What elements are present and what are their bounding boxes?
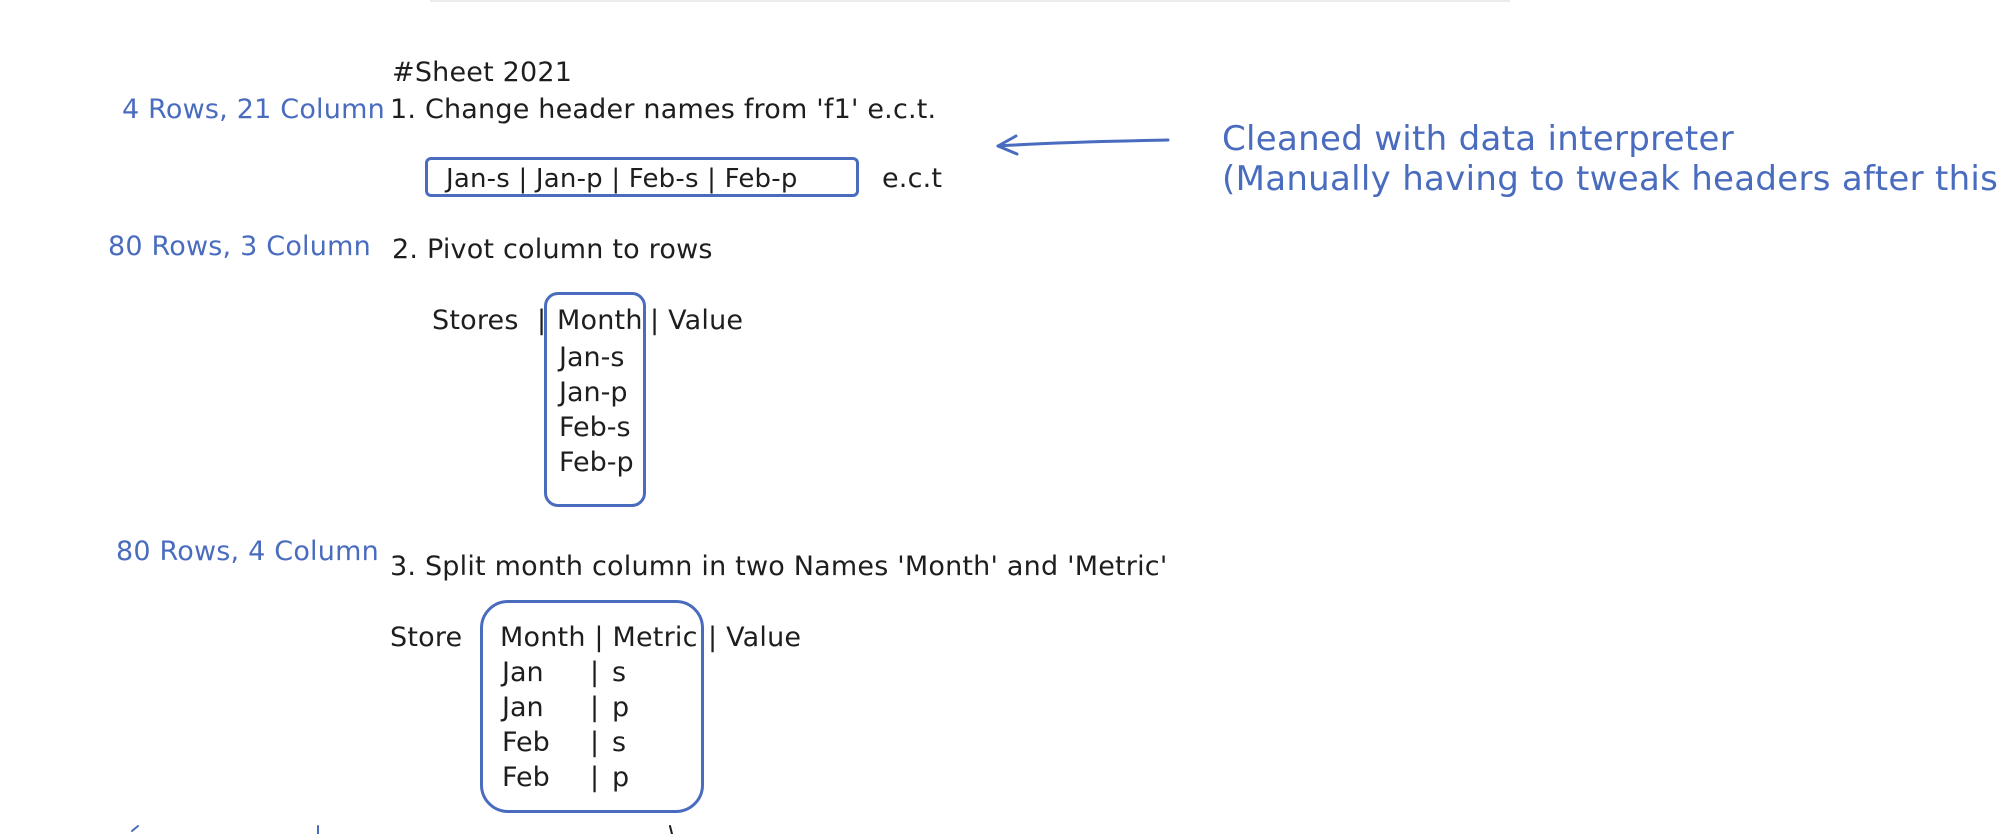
interpreter-note-line2: (Manually having to tweak headers after … <box>1222 159 2000 199</box>
cut-off-ink-marks <box>669 825 673 834</box>
arrow-head <box>996 134 1019 156</box>
left-arrow-icon <box>996 134 1170 156</box>
step2-month-value: Feb-p <box>559 447 634 478</box>
step3-row-separator: | <box>590 657 600 688</box>
step2-col-value: | Value <box>650 305 744 336</box>
canvas-edge-divider <box>430 0 1510 2</box>
step3-row-separator: | <box>590 692 600 723</box>
step2-col-stores: Stores <box>432 305 519 336</box>
step2-month-value: Feb-s <box>559 412 631 443</box>
step3-row-metric: s <box>612 727 627 758</box>
interpreter-note-line1: Cleaned with data interpreter <box>1222 119 1735 159</box>
step1-title: 1. Change header names from 'f1' e.c.t. <box>390 94 937 125</box>
cut-off-mark <box>131 825 139 832</box>
step3-title: 3. Split month column in two Names 'Mont… <box>390 551 1168 582</box>
step3-row-month: Jan <box>502 657 544 688</box>
step3-row-month: Feb <box>502 762 550 793</box>
step1-header-suffix: e.c.t <box>882 163 943 194</box>
step2-col-sep: | <box>537 305 547 336</box>
step3-row-month: Feb <box>502 727 550 758</box>
step3-row-separator: | <box>590 762 600 793</box>
step3-row-separator: | <box>590 727 600 758</box>
step2-title: 2. Pivot column to rows <box>392 234 713 265</box>
step3-split-box <box>480 600 704 813</box>
step2-month-value: Jan-p <box>559 377 628 408</box>
step2-month-values: Jan-s Jan-p Feb-s Feb-p <box>559 340 634 480</box>
step3-col-value: | Value <box>708 622 802 653</box>
step2-month-column-box <box>544 292 646 507</box>
cut-off-marks <box>131 825 319 834</box>
step3-col-store: Store <box>390 622 463 653</box>
arrow-shaft <box>996 138 1170 148</box>
step1-header-example: Jan-s | Jan-p | Feb-s | Feb-p <box>446 164 798 194</box>
step2-col-month: Month <box>557 305 643 336</box>
step3-col-month-metric: Month | Metric <box>500 622 698 653</box>
sheet-title: #Sheet 2021 <box>392 57 573 88</box>
step3-size-annotation: 80 Rows, 4 Column <box>116 536 379 567</box>
step1-size-annotation: 4 Rows, 21 Column <box>122 94 385 125</box>
step3-row-metric: p <box>612 692 630 723</box>
step1-header-box <box>425 157 859 197</box>
step3-row-month: Jan <box>502 692 544 723</box>
step2-month-value: Jan-s <box>559 342 625 373</box>
cut-off-mark <box>669 825 673 834</box>
step3-row-metric: s <box>612 657 627 688</box>
step3-row-metric: p <box>612 762 630 793</box>
step2-size-annotation: 80 Rows, 3 Column <box>108 231 371 262</box>
